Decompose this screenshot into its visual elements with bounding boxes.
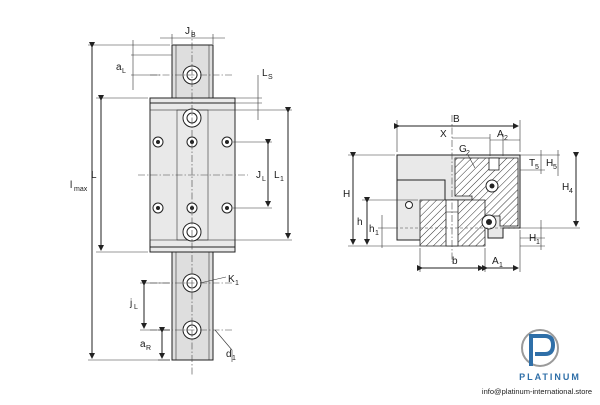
label-h-lower: h — [357, 217, 363, 228]
label-a2: A — [497, 129, 504, 140]
label-x: X — [440, 129, 447, 140]
label-al: a — [116, 62, 122, 73]
label-g2-sub: 2 — [466, 150, 470, 157]
label-h1-upper: H — [529, 233, 536, 244]
label-h-upper: H — [343, 189, 350, 200]
left-view-labels: J B a L L S l max L J L L 1 K 1 j L a R … — [70, 26, 284, 362]
carriage-hatched — [454, 157, 519, 227]
label-h1-upper-sub: 1 — [536, 239, 540, 246]
label-k1: K — [228, 274, 235, 285]
label-k1-sub: 1 — [235, 280, 239, 287]
label-h5: H — [546, 158, 553, 169]
label-ls: L — [262, 68, 268, 79]
label-h4-sub: 4 — [569, 188, 573, 195]
label-t5-sub: 5 — [535, 164, 539, 171]
contact-email[interactable]: info@platinum-international.store — [481, 387, 593, 396]
label-ar-sub: R — [146, 345, 151, 352]
label-h4: H — [562, 182, 569, 193]
label-d1: d — [226, 349, 232, 360]
logo-wordmark: PLATINUM — [519, 372, 581, 382]
platinum-logo-icon — [521, 329, 559, 367]
label-h1-lower-sub: 1 — [375, 230, 379, 237]
label-jl: J — [256, 170, 261, 181]
label-g2: G — [459, 144, 467, 155]
label-l1: L — [274, 170, 280, 181]
label-b: B — [453, 114, 460, 125]
label-jl-rail-sub: L — [134, 304, 138, 311]
label-h1-lower: h — [369, 224, 375, 235]
label-l1-sub: 1 — [280, 176, 284, 183]
label-lmax: l — [70, 180, 72, 191]
label-jl-sub: L — [262, 176, 266, 183]
label-jl-rail: j — [129, 298, 132, 309]
label-t5: T — [529, 158, 535, 169]
label-jb: J — [185, 26, 190, 37]
label-a1-sub: 1 — [499, 262, 503, 269]
label-a1: A — [492, 256, 499, 267]
label-d1-sub: 1 — [232, 355, 236, 362]
label-l: L — [91, 170, 97, 181]
label-ar: a — [140, 339, 146, 350]
right-view-labels: B X A 2 G 2 T 5 H 5 H H 4 h h 1 H 1 b A … — [343, 114, 573, 269]
label-b-small: b — [452, 256, 458, 267]
label-lmax-sub: max — [74, 186, 88, 193]
label-jb-sub: B — [191, 32, 196, 39]
carriage-top-view — [88, 30, 292, 375]
label-a2-sub: 2 — [504, 135, 508, 142]
label-ls-sub: S — [268, 74, 273, 81]
carriage-cross-section — [348, 115, 580, 272]
label-h5-sub: 5 — [553, 164, 557, 171]
label-al-sub: L — [122, 68, 126, 75]
